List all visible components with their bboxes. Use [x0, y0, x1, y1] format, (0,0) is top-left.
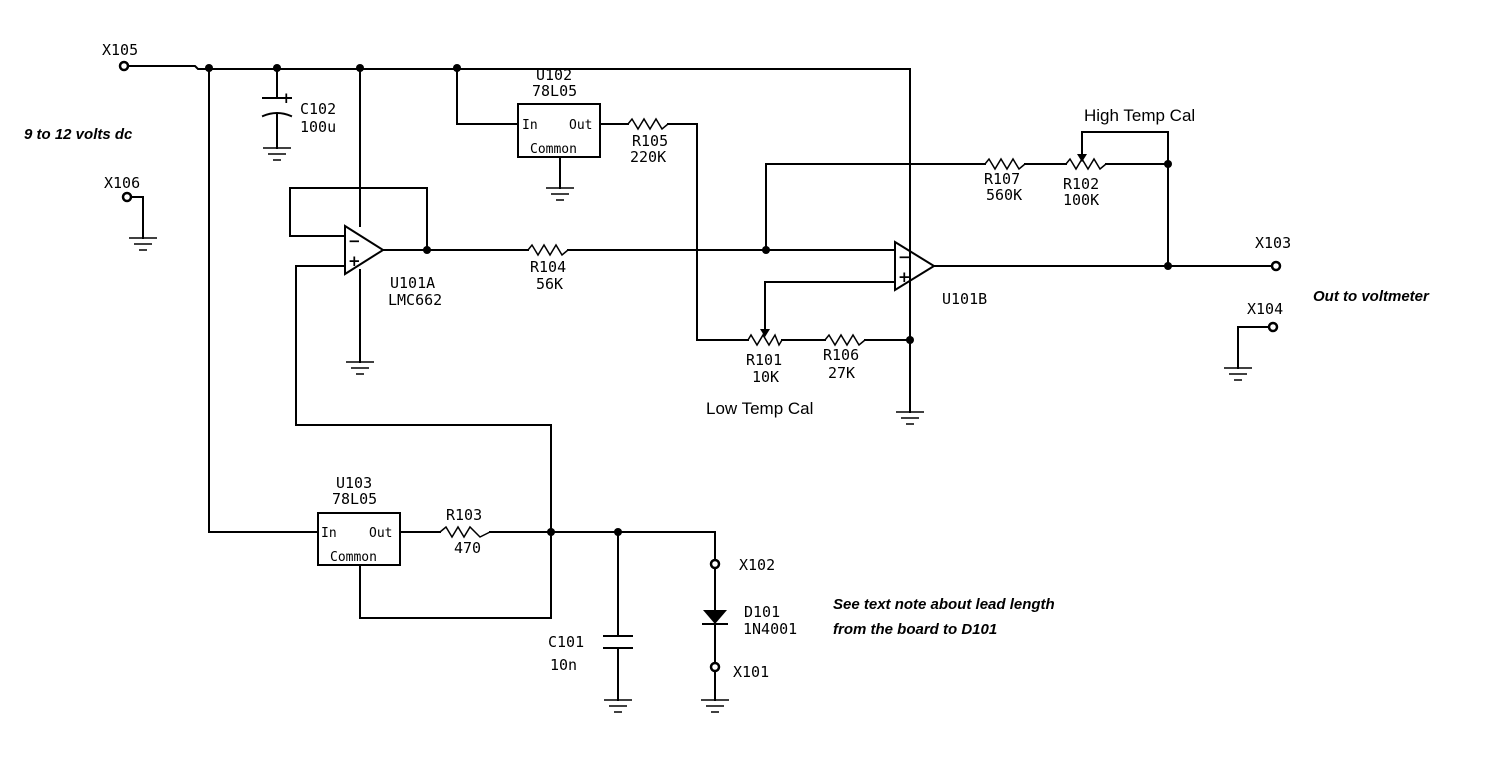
lead-length-note-line2: from the board to D101 — [833, 621, 997, 638]
terminal-label-x101: X101 — [733, 663, 769, 681]
terminal-label-x103: X103 — [1255, 234, 1291, 252]
junction-dot — [453, 64, 461, 72]
r104-value: 56K — [536, 275, 563, 293]
junction-dot — [205, 64, 213, 72]
resistor-r101 — [747, 333, 783, 347]
capacitor-c102 — [261, 97, 293, 118]
r105-ref: R105 — [632, 132, 668, 150]
terminal-x104[interactable] — [1267, 321, 1279, 333]
c101-value: 10n — [550, 656, 577, 674]
u103-ref: U103 — [336, 474, 372, 492]
lead-length-note-line1: See text note about lead length — [833, 596, 1055, 613]
arrow-down-icon — [1077, 154, 1087, 162]
r105-value: 220K — [630, 148, 666, 166]
resistor-r105 — [627, 117, 669, 131]
low-temp-cal-label: Low Temp Cal — [706, 399, 813, 418]
capacitor-c101 — [603, 635, 633, 649]
ground-symbols — [129, 147, 1252, 713]
junction-dot — [614, 528, 622, 536]
ground-icon — [701, 699, 729, 713]
r103-ref: R103 — [446, 506, 482, 524]
resistor-r103 — [439, 525, 491, 539]
r107-ref: R107 — [984, 170, 1020, 188]
junction-dot — [356, 64, 364, 72]
r101-ref: R101 — [746, 351, 782, 369]
wires — [127, 65, 1273, 701]
u103-out-pin: Out — [369, 526, 392, 541]
r106-ref: R106 — [823, 346, 859, 364]
junction-dot — [762, 246, 770, 254]
u101a-ref: U101A — [390, 274, 435, 292]
u102-out-pin: Out — [569, 118, 592, 133]
r104-ref: R104 — [530, 258, 566, 276]
resistor-r102 — [1065, 157, 1107, 171]
u102-ref: U102 — [536, 66, 572, 84]
arrow-down-icon — [760, 329, 770, 337]
opamp-minus-sign: − — [898, 248, 911, 266]
r106-value: 27K — [828, 364, 855, 382]
junction-dot — [273, 64, 281, 72]
ground-icon — [263, 147, 291, 161]
ground-icon — [604, 699, 632, 713]
regulator-u102-body — [517, 103, 601, 158]
u102-in-pin: In — [522, 118, 538, 133]
junction-dot — [1164, 160, 1172, 168]
output-note: Out to voltmeter — [1313, 288, 1430, 305]
junction-dot — [547, 528, 555, 536]
ground-icon — [896, 411, 924, 425]
opamp-plus-sign: + — [898, 268, 911, 286]
u101b-ref: U101B — [942, 290, 987, 308]
d101-ref: D101 — [744, 603, 780, 621]
u101a-part: LMC662 — [388, 291, 442, 309]
r102-value: 100K — [1063, 191, 1099, 209]
junctions — [205, 64, 1172, 536]
u103-in-pin: In — [321, 526, 337, 541]
opamp-plus-sign: + — [348, 252, 361, 270]
resistor-r104 — [527, 243, 569, 257]
opamp-minus-sign: − — [348, 232, 361, 250]
supply-voltage-note: 9 to 12 volts dc — [24, 126, 133, 143]
ground-icon — [546, 187, 574, 201]
d101-part: 1N4001 — [743, 620, 797, 638]
u103-part: 78L05 — [332, 490, 377, 508]
terminal-x106[interactable] — [121, 191, 133, 203]
resistor-r106 — [824, 333, 866, 347]
c101-ref: C101 — [548, 633, 584, 651]
opamp-u101a-body — [344, 224, 385, 276]
r102-ref: R102 — [1063, 175, 1099, 193]
resistor-r107 — [984, 157, 1026, 171]
ground-icon — [129, 237, 157, 251]
regulator-u103-body — [317, 512, 401, 566]
c102-value: 100u — [300, 118, 336, 136]
polarity-plus-sign: + — [280, 89, 293, 107]
u103-common-pin: Common — [330, 550, 377, 565]
diode-d101 — [702, 610, 728, 625]
terminal-x101[interactable] — [709, 661, 721, 673]
junction-dot — [423, 246, 431, 254]
opamp-u101b-body — [894, 240, 936, 292]
terminal-label-x104: X104 — [1247, 300, 1283, 318]
terminal-label-x102: X102 — [739, 556, 775, 574]
c102-ref: C102 — [300, 100, 336, 118]
terminals — [118, 60, 1282, 673]
high-temp-cal-label: High Temp Cal — [1084, 106, 1195, 125]
u102-common-pin: Common — [530, 142, 577, 157]
terminal-label-x105: X105 — [102, 41, 138, 59]
junction-dot — [1164, 262, 1172, 270]
terminal-x105[interactable] — [118, 60, 130, 72]
r103-value: 470 — [454, 539, 481, 557]
terminal-x103[interactable] — [1270, 260, 1282, 272]
r107-value: 560K — [986, 186, 1022, 204]
u102-part: 78L05 — [532, 82, 577, 100]
terminal-label-x106: X106 — [104, 174, 140, 192]
terminal-x102[interactable] — [709, 558, 721, 570]
junction-dot — [906, 336, 914, 344]
ground-icon — [346, 361, 374, 375]
r101-value: 10K — [752, 368, 779, 386]
ground-icon — [1224, 367, 1252, 381]
